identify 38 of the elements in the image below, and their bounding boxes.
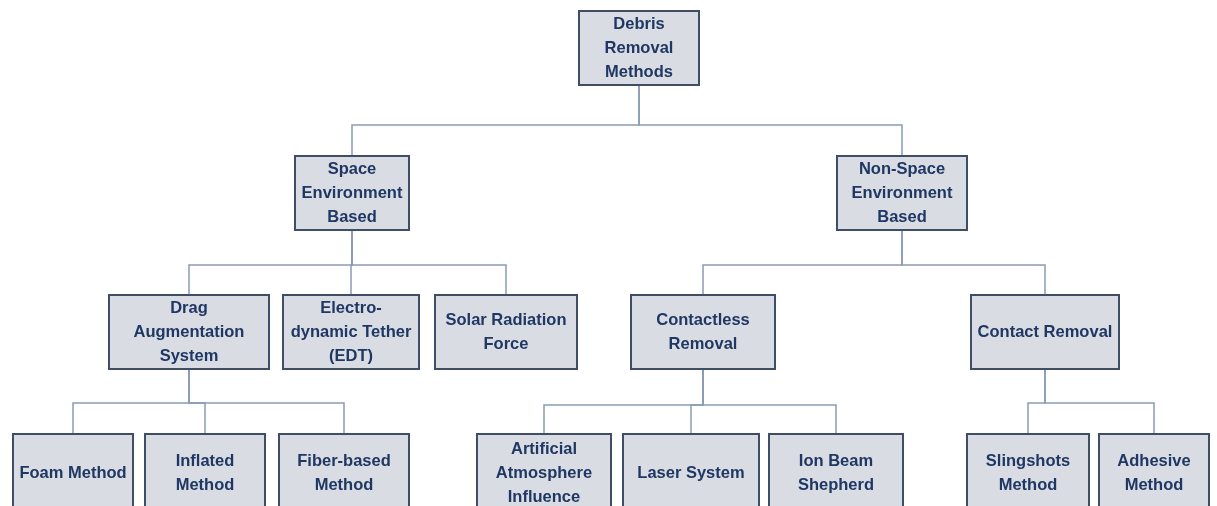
category-box [294, 155, 410, 231]
node-label: Ion Beam Shepherd [796, 450, 876, 495]
category-box [144, 433, 266, 506]
connector-line [188, 369, 345, 434]
node-label: Fiber-based Method [296, 450, 392, 495]
category-box [434, 294, 578, 370]
node-label: Contactless Removal [655, 309, 751, 354]
node-label: Electro-dynamic Tether (EDT) [289, 297, 413, 366]
category-box [278, 433, 410, 506]
category-box [768, 433, 904, 506]
node-label: Solar Radiation Force [444, 309, 568, 354]
category-box [836, 155, 968, 231]
connector-line [702, 369, 837, 434]
node-label: Adhesive Method [1116, 450, 1192, 495]
category-box [476, 433, 612, 506]
category-box [630, 294, 776, 370]
category-box [578, 10, 700, 86]
node-label: Contact Removal [976, 321, 1114, 343]
connector-line [1044, 369, 1155, 434]
node-label: Non-Space Environment Based [850, 158, 954, 227]
connector-line [638, 85, 903, 156]
node-label: Laser System [636, 462, 746, 484]
category-box [282, 294, 420, 370]
node-label: Space Environment Based [300, 158, 404, 227]
node-label: Foam Method [18, 462, 128, 484]
connector-line [351, 230, 507, 295]
node-label: Debris Removal Methods [603, 13, 675, 82]
node-label: Artificial Atmosphere Influence [494, 438, 594, 506]
node-label: Slingshots Method [984, 450, 1072, 495]
category-box [12, 433, 134, 506]
category-box [108, 294, 270, 370]
connector-line [901, 230, 1046, 295]
category-box [966, 433, 1090, 506]
node-label: Inflated Method [174, 450, 236, 495]
node-label: Drag Augmentation System [132, 297, 246, 366]
category-box [970, 294, 1120, 370]
category-box [622, 433, 760, 506]
category-box [1098, 433, 1210, 506]
